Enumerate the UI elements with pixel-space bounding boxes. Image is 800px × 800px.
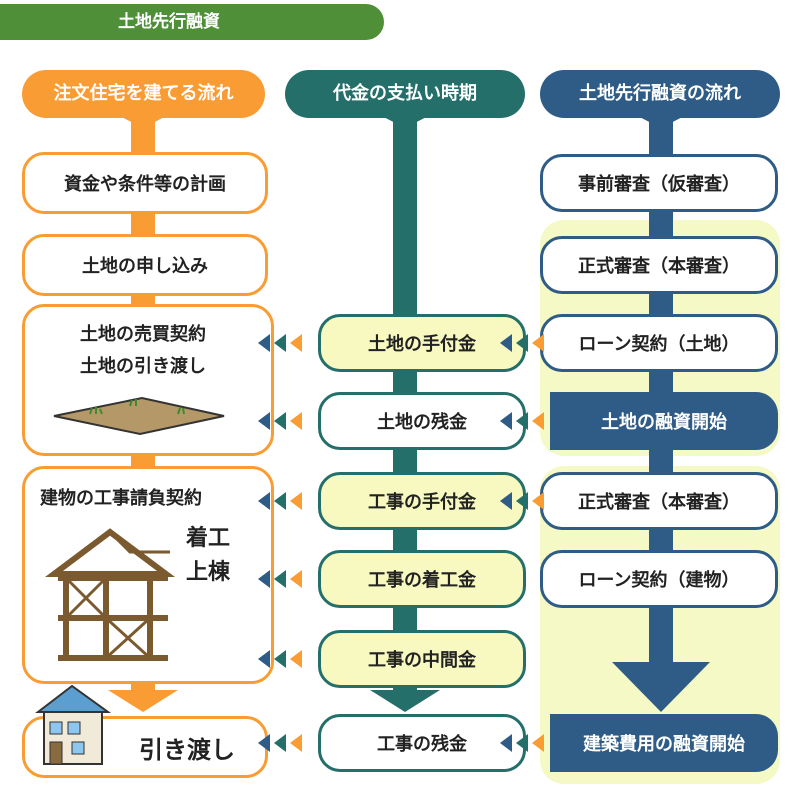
step-formal-review-land-label: 正式審査（本審査） (578, 256, 740, 277)
step-pre-review-label: 事前審査（仮審査） (578, 174, 740, 195)
finished-house-icon (35, 684, 112, 765)
left-chevron-teal (274, 412, 286, 430)
step-loan-contract-building: ローン契約（建物） (540, 550, 778, 608)
orange-down-arrowhead (108, 690, 178, 712)
payment-land-balance-label: 土地の残金 (377, 412, 467, 433)
left-chevron-teal (274, 492, 286, 510)
teal-down-arrowhead (370, 690, 440, 712)
title-bar: 土地先行融資 (0, 4, 384, 40)
left-chevron-teal (274, 650, 286, 668)
step-land-apply: 土地の申し込み (22, 234, 268, 296)
step-land-apply-label: 土地の申し込み (82, 256, 208, 277)
step-formal-review-building-label: 正式審査（本審査） (578, 492, 740, 513)
right-chevron-teal (516, 334, 528, 352)
left-chevron-orange (290, 412, 302, 430)
page-title: 土地先行融資 (118, 12, 220, 32)
left-chevron-orange (290, 334, 302, 352)
left-chevron-teal (274, 570, 286, 588)
payment-work-balance: 工事の残金 (318, 714, 526, 772)
left-chevron-teal (274, 734, 286, 752)
payment-land-balance: 土地の残金 (318, 392, 526, 450)
left-chevron-blue (258, 570, 270, 588)
step-plan-label: 資金や条件等の計画 (64, 174, 226, 195)
right-chevron-orange (532, 734, 544, 752)
left-chevron-blue (258, 334, 270, 352)
step-land-loan-start: 土地の融資開始 (550, 392, 778, 450)
right-chevron-blue (500, 492, 512, 510)
left-chevron-blue (258, 734, 270, 752)
right-chevron-blue (500, 334, 512, 352)
left-chevron-teal (274, 334, 286, 352)
payment-land-deposit-label: 土地の手付金 (368, 334, 476, 355)
right-chevron-blue (500, 734, 512, 752)
header-custom-home-flow: 注文住宅を建てる流れ (22, 70, 265, 118)
right-chevron-teal (516, 492, 528, 510)
step-loan-contract-land: ローン契約（土地） (540, 314, 778, 372)
step-formal-review-land: 正式審査（本審査） (540, 236, 778, 294)
step-building-loan-start: 建築費用の融資開始 (550, 714, 778, 772)
left-chevron-orange (290, 650, 302, 668)
step-building-loan-start-label: 建築費用の融資開始 (583, 734, 745, 755)
payment-work-deposit: 工事の手付金 (318, 472, 526, 530)
right-chevron-orange (532, 334, 544, 352)
left-chevron-orange (290, 570, 302, 588)
right-chevron-blue (500, 412, 512, 430)
right-chevron-orange (532, 412, 544, 430)
framing-label: 上棟 (186, 560, 231, 585)
left-chevron-orange (290, 492, 302, 510)
step-loan-contract-building-label: ローン契約（建物） (578, 570, 740, 591)
payment-work-interim-label: 工事の中間金 (368, 650, 476, 671)
right-chevron-teal (516, 412, 528, 430)
payment-work-balance-label: 工事の残金 (377, 734, 467, 755)
left-chevron-orange (290, 734, 302, 752)
start-work-label: 着工 (186, 526, 231, 551)
step-loan-contract-land-label: ローン契約（土地） (578, 334, 740, 355)
house-frame-illustration (45, 528, 175, 661)
step-formal-review-building: 正式審査（本審査） (540, 472, 778, 530)
step-land-loan-start-label: 土地の融資開始 (601, 412, 727, 433)
payment-work-deposit-label: 工事の手付金 (368, 492, 476, 513)
left-chevron-blue (258, 412, 270, 430)
step-pre-review: 事前審査（仮審査） (540, 154, 778, 212)
header-payment-timing: 代金の支払い時期 (285, 70, 525, 118)
construction-contract-label: 建物の工事請負契約 (40, 488, 202, 509)
header-land-first-loan-flow: 土地先行融資の流れ (540, 70, 780, 118)
payment-work-start-label: 工事の着工金 (368, 570, 476, 591)
right-chevron-orange (532, 492, 544, 510)
step-handover-label: 引き渡し (139, 735, 235, 764)
payment-work-interim: 工事の中間金 (318, 630, 526, 688)
payment-land-deposit: 土地の手付金 (318, 314, 526, 372)
land-contract-label: 土地の売買契約 (80, 324, 206, 345)
land-plot-illustration (53, 396, 225, 436)
left-chevron-blue (258, 492, 270, 510)
blue-big-arrowhead (612, 662, 710, 712)
step-plan: 資金や条件等の計画 (22, 152, 268, 214)
right-chevron-teal (516, 734, 528, 752)
left-chevron-blue (258, 650, 270, 668)
payment-work-start: 工事の着工金 (318, 550, 526, 608)
land-handover-label: 土地の引き渡し (80, 356, 206, 377)
